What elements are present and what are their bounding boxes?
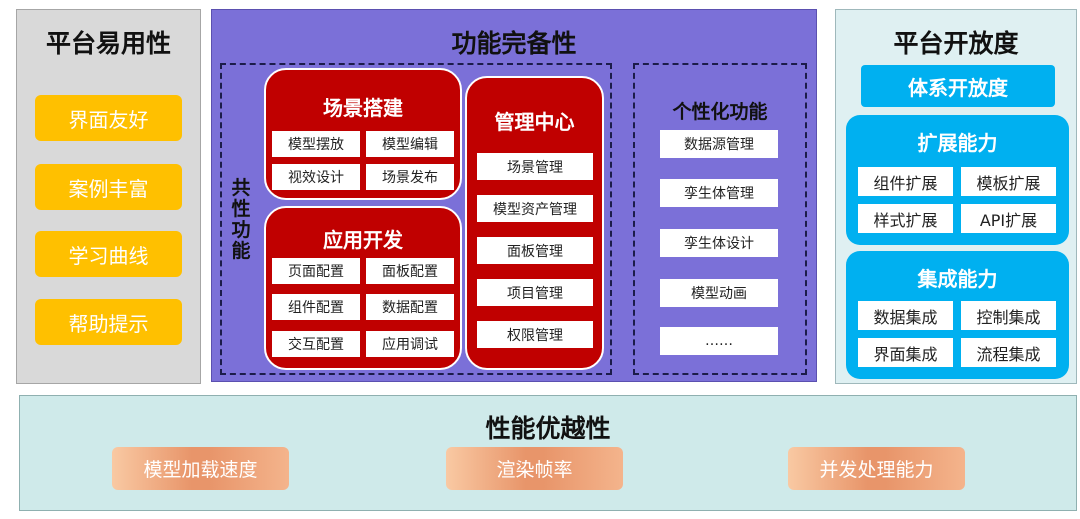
extension-box: 扩展能力 组件扩展 模板扩展 样式扩展 API扩展 — [846, 115, 1069, 245]
app-dev-item: 应用调试 — [366, 331, 454, 357]
performance-item: 模型加载速度 — [112, 447, 289, 490]
app-dev-item: 页面配置 — [272, 258, 360, 284]
personal-item: 孪生体设计 — [660, 229, 778, 257]
extension-item: 组件扩展 — [858, 167, 953, 196]
scene-building-item: 场景发布 — [366, 164, 454, 190]
integration-box: 集成能力 数据集成 控制集成 界面集成 流程集成 — [846, 251, 1069, 379]
scene-building-item: 视效设计 — [272, 164, 360, 190]
openness-panel: 平台开放度 体系开放度 扩展能力 组件扩展 模板扩展 样式扩展 API扩展 集成… — [835, 9, 1077, 384]
management-item: 场景管理 — [477, 153, 593, 180]
common-functions-area — [220, 63, 612, 375]
management-item: 模型资产管理 — [477, 195, 593, 222]
functionality-title: 功能完备性 — [451, 29, 577, 58]
extension-title: 扩展能力 — [917, 131, 998, 155]
usability-item: 案例丰富 — [35, 164, 182, 210]
management-box: 管理中心 场景管理 模型资产管理 面板管理 项目管理 权限管理 — [465, 76, 604, 370]
personal-functions-area: 个性化功能 数据源管理 孪生体管理 孪生体设计 模型动画 …… — [633, 63, 807, 375]
integration-item: 界面集成 — [858, 338, 953, 367]
app-dev-item: 组件配置 — [272, 294, 360, 320]
common-functions-label: 共性功能 — [231, 177, 251, 262]
app-dev-title: 应用开发 — [323, 228, 403, 252]
management-item: 面板管理 — [477, 237, 593, 264]
management-item: 权限管理 — [477, 321, 593, 348]
usability-title: 平台易用性 — [45, 29, 171, 58]
scene-building-box: 场景搭建 模型摆放 模型编辑 视效设计 场景发布 — [264, 68, 462, 200]
openness-title: 平台开放度 — [893, 29, 1019, 58]
usability-item: 帮助提示 — [35, 299, 182, 345]
management-item: 项目管理 — [477, 279, 593, 306]
management-title: 管理中心 — [494, 110, 575, 134]
app-dev-item: 交互配置 — [272, 331, 360, 357]
personal-functions-title: 个性化功能 — [672, 101, 768, 123]
personal-item: 数据源管理 — [660, 130, 778, 158]
performance-panel: 性能优越性 模型加载速度 渲染帧率 并发处理能力 — [19, 395, 1077, 511]
extension-item: API扩展 — [961, 204, 1056, 233]
scene-building-item: 模型编辑 — [366, 131, 454, 157]
personal-item: 模型动画 — [660, 279, 778, 307]
app-dev-box: 应用开发 页面配置 面板配置 组件配置 数据配置 交互配置 应用调试 — [264, 206, 462, 370]
usability-panel: 平台易用性 界面友好 案例丰富 学习曲线 帮助提示 — [16, 9, 201, 384]
integration-item: 数据集成 — [858, 301, 953, 330]
app-dev-item: 面板配置 — [366, 258, 454, 284]
usability-item: 界面友好 — [35, 95, 182, 141]
performance-title: 性能优越性 — [485, 414, 611, 443]
functionality-panel: 功能完备性 共性功能 场景搭建 模型摆放 模型编辑 视效设计 场景发布 应用开发… — [211, 9, 817, 382]
performance-item: 渲染帧率 — [446, 447, 623, 490]
usability-item: 学习曲线 — [35, 231, 182, 277]
integration-item: 控制集成 — [961, 301, 1056, 330]
app-dev-item: 数据配置 — [366, 294, 454, 320]
extension-item: 样式扩展 — [858, 204, 953, 233]
integration-item: 流程集成 — [961, 338, 1056, 367]
extension-item: 模板扩展 — [961, 167, 1056, 196]
personal-item: 孪生体管理 — [660, 179, 778, 207]
personal-item: …… — [660, 327, 778, 355]
integration-title: 集成能力 — [917, 267, 998, 291]
scene-building-title: 场景搭建 — [323, 96, 403, 120]
scene-building-item: 模型摆放 — [272, 131, 360, 157]
system-openness: 体系开放度 — [861, 65, 1055, 107]
performance-item: 并发处理能力 — [788, 447, 965, 490]
